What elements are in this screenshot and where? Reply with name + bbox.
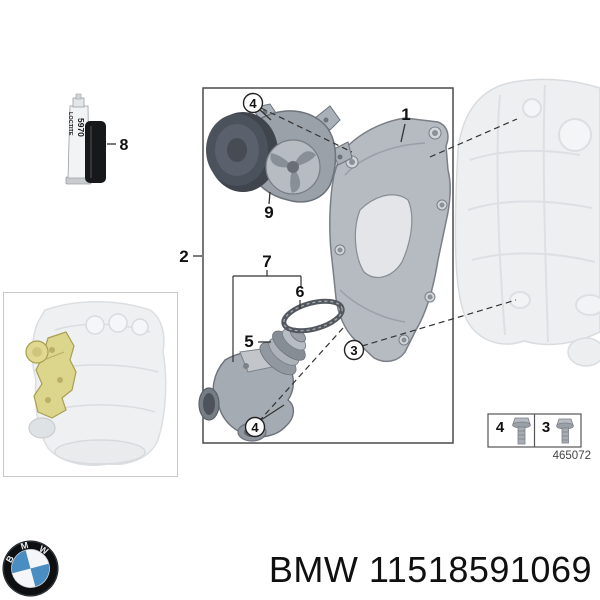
- sealant-cap: [85, 121, 106, 183]
- callout-7-label: 7: [262, 252, 271, 271]
- fastener-cell-4-label: 4: [496, 419, 505, 436]
- callout-6: 6: [296, 284, 305, 309]
- fastener-cell-3-label: 3: [542, 419, 550, 436]
- callout-3: 3: [343, 339, 365, 361]
- engine-block-right-image: [454, 78, 600, 367]
- callout-5-label: 5: [244, 332, 253, 351]
- callout-8-label: 8: [120, 137, 129, 154]
- thermostat-illustration: [259, 327, 307, 376]
- callout-5: 5: [244, 332, 271, 351]
- pump-pulley: [206, 112, 278, 192]
- gasket-ring-illustration: [281, 298, 345, 334]
- callout-7-bracket: 7: [232, 252, 302, 362]
- callout-1-label: 1: [401, 105, 410, 124]
- part-number-caption: BMW 11518591069: [269, 549, 592, 591]
- fastener-table: 4 3 465072: [487, 413, 591, 462]
- callout-2: 2: [179, 247, 202, 266]
- callout-4-bottom: 4: [244, 404, 285, 438]
- highlighted-pump-assembly: [25, 331, 77, 419]
- brand-name: BMW: [268, 549, 359, 590]
- sealant-code-text: 5970: [76, 118, 86, 137]
- engine-thumbnail-image: [3, 292, 178, 477]
- part-number: 11518591069: [368, 549, 592, 590]
- bmw-logo: B M W: [2, 540, 59, 597]
- callout-4-top: 4: [242, 92, 272, 121]
- pump-impeller: [265, 139, 321, 195]
- sealant-tube: LOCTITE 5970: [65, 93, 106, 185]
- assembly-guide-lines: [260, 107, 518, 420]
- callout-8: 8: [107, 137, 129, 154]
- hex-flange-bolt-icon: [556, 418, 574, 444]
- bmw-logo-letter-b: B: [4, 553, 16, 564]
- callout-9-label: 9: [264, 203, 273, 222]
- callout-9: 9: [264, 191, 274, 222]
- assembly-box-border: [202, 87, 454, 444]
- callout-3-label: 3: [350, 343, 357, 358]
- bracket-illustration: [329, 117, 451, 363]
- hex-flange-bolt-icon: [512, 417, 531, 445]
- callout-6-label: 6: [296, 284, 305, 301]
- bmw-logo-letter-m: M: [20, 540, 30, 552]
- figure-number: 465072: [553, 450, 591, 462]
- callout-1: 1: [400, 105, 411, 143]
- callout-2-label: 2: [179, 247, 188, 266]
- callout-4-bottom-label: 4: [251, 420, 259, 435]
- water-pump-illustration: [206, 103, 353, 203]
- callout-4-top-label: 4: [249, 96, 257, 111]
- sealant-brand-text: LOCTITE: [67, 112, 73, 136]
